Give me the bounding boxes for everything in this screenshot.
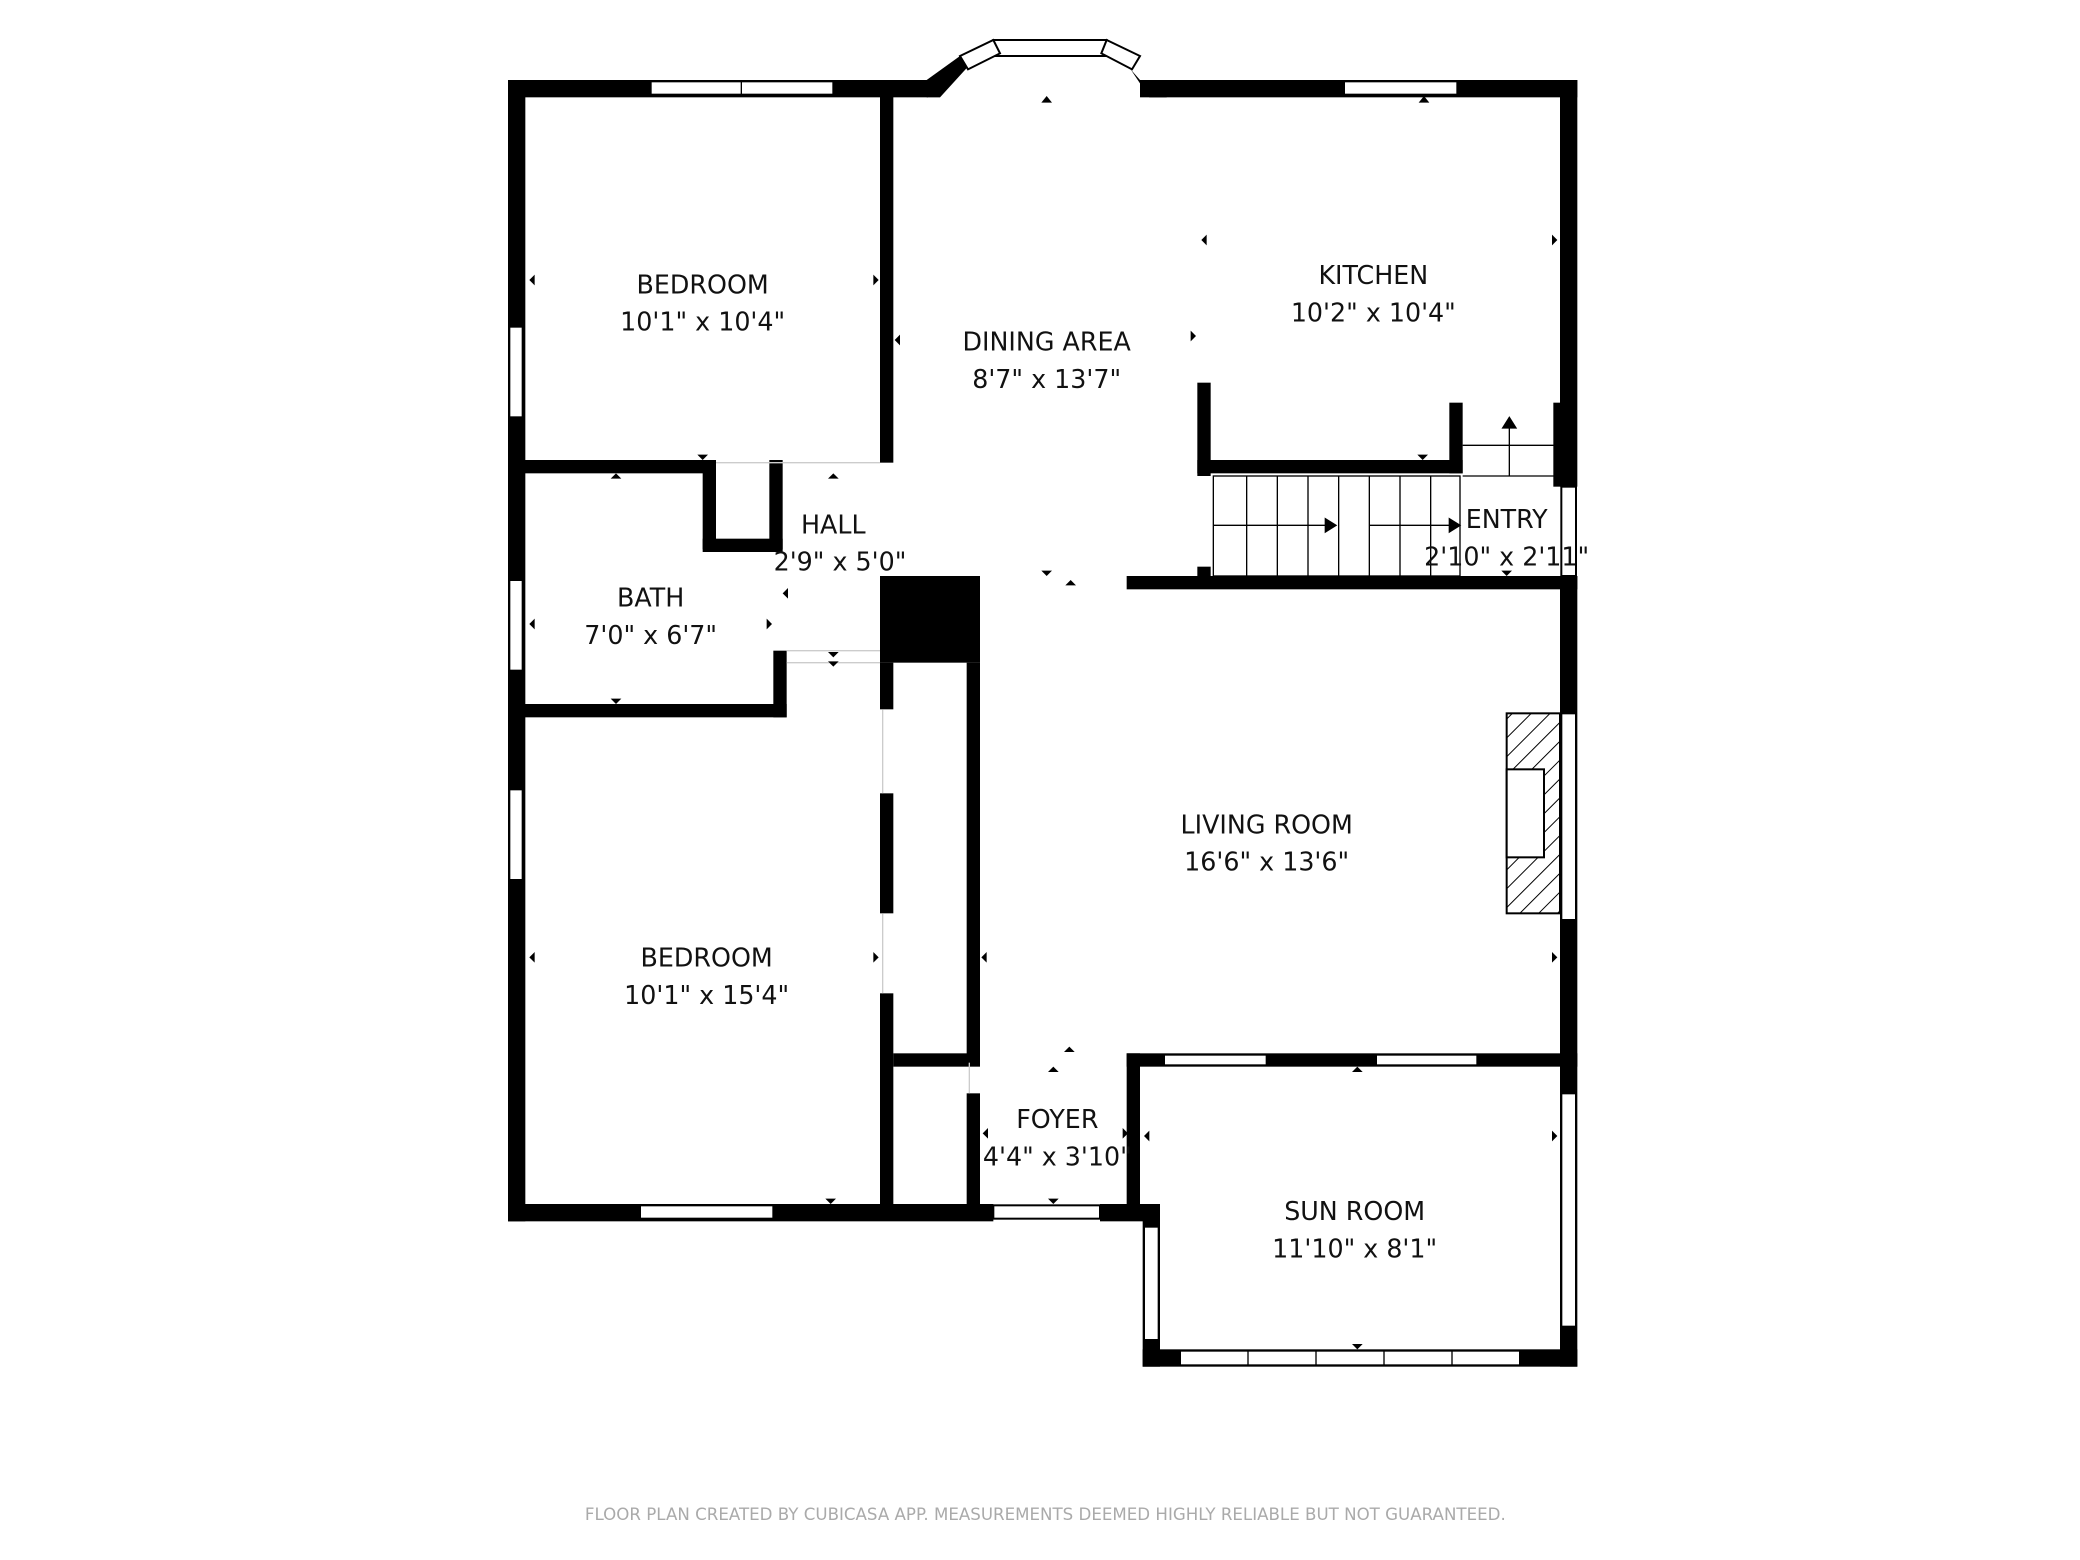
windows: [508, 38, 1577, 1367]
room-name: BEDROOM: [637, 269, 769, 299]
room-size: 10'1" x 15'4": [624, 980, 789, 1010]
room-size: 2'9" x 5'0": [774, 547, 907, 577]
room-labels: BEDROOM 10'1" x 10'4" DINING AREA 8'7" x…: [584, 260, 1589, 1263]
room-size: 2'10" x 2'11": [1424, 541, 1589, 571]
fireplace: [1505, 712, 1561, 915]
room-size: 10'2" x 10'4": [1291, 297, 1456, 327]
room-name: FOYER: [1016, 1104, 1098, 1134]
room-name: HALL: [801, 509, 866, 539]
stairs: [1212, 416, 1558, 577]
room-size: 11'10" x 8'1": [1272, 1233, 1437, 1263]
room-size: 8'7" x 13'7": [972, 364, 1121, 394]
room-size: 4'4" x 3'10": [983, 1141, 1132, 1171]
room-size: 7'0" x 6'7": [584, 620, 717, 650]
dimension-markers: [529, 96, 1558, 1350]
room-size: 10'1" x 10'4": [620, 307, 785, 337]
thin-lines: [716, 462, 970, 1094]
room-name: LIVING ROOM: [1181, 809, 1353, 839]
room-name: ENTRY: [1466, 504, 1548, 534]
room-name: DINING AREA: [963, 327, 1132, 357]
footer-disclaimer: FLOOR PLAN CREATED BY CUBICASA APP. MEAS…: [585, 1505, 1506, 1524]
room-name: KITCHEN: [1318, 260, 1428, 290]
room-size: 16'6" x 13'6": [1184, 847, 1349, 877]
room-name: BATH: [617, 583, 684, 613]
room-name: SUN ROOM: [1284, 1196, 1425, 1226]
room-name: BEDROOM: [641, 943, 773, 973]
